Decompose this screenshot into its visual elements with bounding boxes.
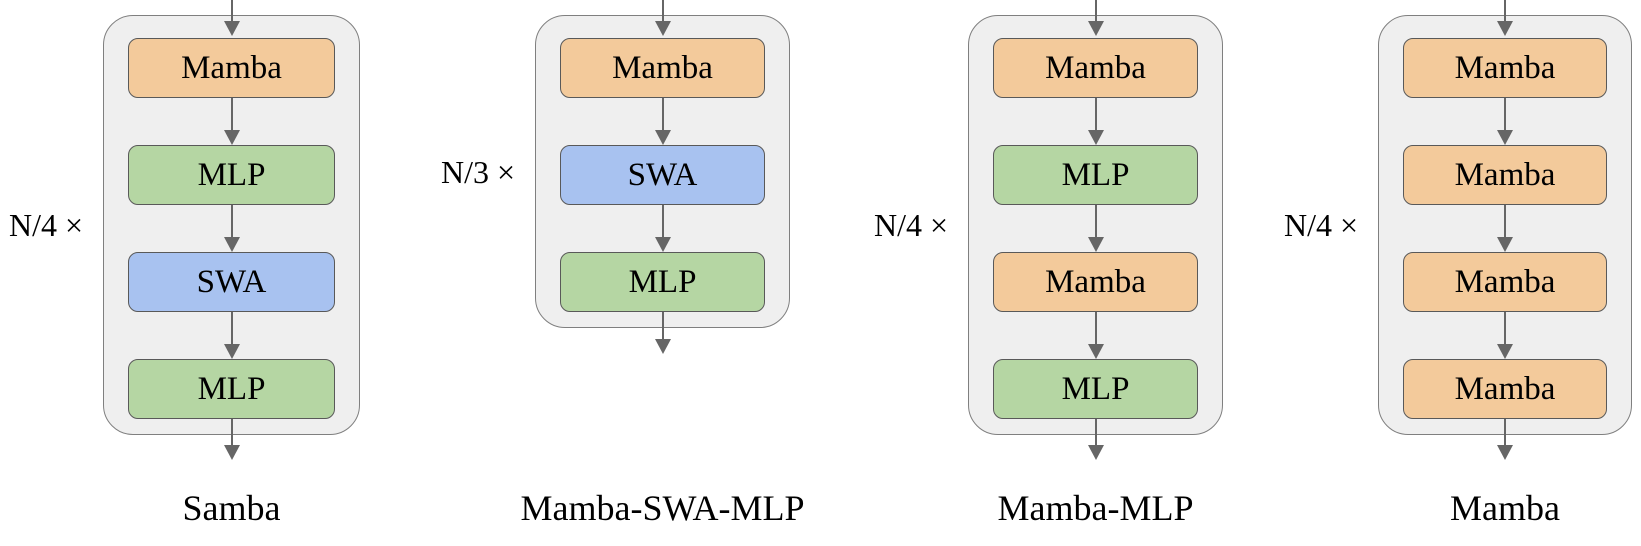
block-label: Mamba bbox=[1045, 49, 1146, 86]
input-arrow-head bbox=[654, 21, 671, 36]
flow-arrow-line bbox=[1094, 312, 1097, 345]
diagram-title: Mamba-MLP bbox=[997, 488, 1194, 528]
mamba-block: Mamba bbox=[1403, 38, 1607, 98]
swa-block: SWA bbox=[128, 252, 335, 312]
flow-arrow-line bbox=[661, 98, 664, 131]
diagram-title: Mamba-SWA-MLP bbox=[520, 488, 805, 528]
input-arrow-line bbox=[1094, 0, 1097, 22]
mamba-block: Mamba bbox=[560, 38, 765, 98]
repeat-count-label: N/4 × bbox=[873, 207, 948, 243]
input-arrow-line bbox=[230, 0, 233, 22]
flow-arrow-head bbox=[1087, 344, 1104, 359]
diagram-samba: N/4 × Mamba MLP SWA MLP Samba bbox=[9, 0, 360, 546]
diagram-mamba-mlp: N/4 × Mamba MLP Mamba MLP Mamba-MLP bbox=[874, 0, 1223, 546]
input-arrow-head bbox=[223, 21, 240, 36]
flow-arrow-head bbox=[1087, 237, 1104, 252]
output-arrow-head bbox=[1087, 445, 1104, 460]
mamba-block: Mamba bbox=[993, 252, 1198, 312]
mamba-block: Mamba bbox=[993, 38, 1198, 98]
block-label: MLP bbox=[197, 370, 266, 407]
flow-arrow-head bbox=[1497, 237, 1513, 252]
mlp-block: MLP bbox=[128, 145, 335, 205]
mlp-block: MLP bbox=[993, 145, 1198, 205]
block-label: Mamba bbox=[1045, 263, 1146, 300]
input-arrow-line bbox=[1504, 0, 1506, 22]
flow-arrow-head bbox=[223, 344, 240, 359]
flow-arrow-head bbox=[654, 237, 671, 252]
diagram-mamba-swa-mlp: N/3 × Mamba SWA MLP Mamba-SWA-MLP bbox=[441, 0, 804, 546]
input-arrow-line bbox=[661, 0, 664, 22]
flow-arrow-line bbox=[1094, 98, 1097, 131]
output-arrow-head bbox=[654, 339, 671, 354]
flow-arrow-line bbox=[230, 98, 233, 131]
repeat-count-label: N/4 × bbox=[8, 207, 83, 243]
mlp-block: MLP bbox=[128, 359, 335, 419]
mlp-block: MLP bbox=[993, 359, 1198, 419]
block-label: Mamba bbox=[181, 49, 282, 86]
output-arrow-line bbox=[230, 419, 233, 446]
mamba-block: Mamba bbox=[1403, 145, 1607, 205]
mamba-block: Mamba bbox=[128, 38, 335, 98]
block-label: MLP bbox=[1061, 156, 1130, 193]
flow-arrow-line bbox=[1504, 98, 1506, 131]
input-arrow-head bbox=[1087, 21, 1104, 36]
block-label: SWA bbox=[627, 156, 698, 193]
flow-arrow-line bbox=[1504, 312, 1506, 345]
flow-arrow-line bbox=[1504, 205, 1506, 238]
block-label: Mamba bbox=[1454, 370, 1556, 407]
flow-arrow-line bbox=[1094, 205, 1097, 238]
flow-arrow-head bbox=[1497, 130, 1513, 145]
block-label: MLP bbox=[628, 263, 697, 300]
flow-arrow-line bbox=[230, 312, 233, 345]
mamba-block: Mamba bbox=[1403, 252, 1607, 312]
block-label: Mamba bbox=[1454, 49, 1556, 86]
diagram-title: Samba bbox=[182, 488, 281, 528]
block-label: Mamba bbox=[1454, 156, 1556, 193]
mlp-block: MLP bbox=[560, 252, 765, 312]
flow-arrow-head bbox=[1087, 130, 1104, 145]
repeat-count-label: N/3 × bbox=[440, 154, 515, 190]
mamba-block: Mamba bbox=[1403, 359, 1607, 419]
output-arrow-head bbox=[223, 445, 240, 460]
swa-block: SWA bbox=[560, 145, 765, 205]
diagram-title: Mamba bbox=[1450, 488, 1560, 528]
output-arrow-line bbox=[1094, 419, 1097, 446]
block-label: SWA bbox=[196, 263, 267, 300]
output-arrow-line bbox=[1504, 419, 1506, 446]
flow-arrow-head bbox=[654, 130, 671, 145]
flow-arrow-head bbox=[223, 237, 240, 252]
flow-arrow-head bbox=[1497, 344, 1513, 359]
block-label: Mamba bbox=[1454, 263, 1556, 300]
diagram-mamba: N/4 × Mamba Mamba Mamba Mamba Mamba bbox=[1284, 0, 1632, 546]
input-arrow-head bbox=[1497, 21, 1513, 36]
output-arrow-head bbox=[1497, 445, 1513, 460]
flow-arrow-line bbox=[230, 205, 233, 238]
repeat-count-label: N/4 × bbox=[1283, 207, 1358, 243]
block-label: MLP bbox=[197, 156, 266, 193]
flow-arrow-line bbox=[661, 205, 664, 238]
output-arrow-line bbox=[661, 312, 664, 340]
block-label: MLP bbox=[1061, 370, 1130, 407]
block-label: Mamba bbox=[612, 49, 713, 86]
flow-arrow-head bbox=[223, 130, 240, 145]
